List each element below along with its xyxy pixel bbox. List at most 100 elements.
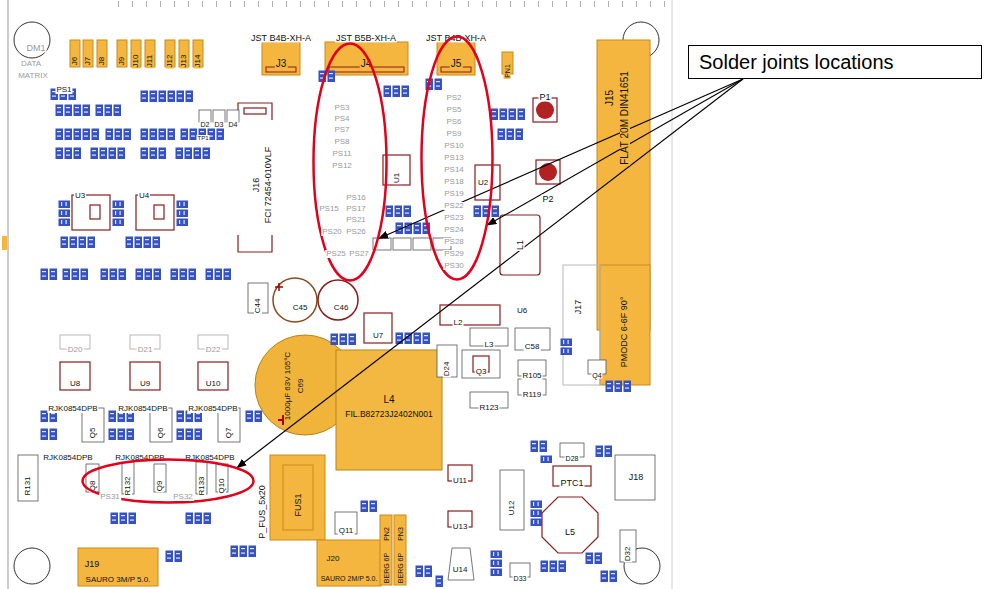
connector-footprint <box>600 265 650 385</box>
smd-pads <box>176 428 203 441</box>
smd-pads <box>40 268 58 281</box>
smd-pads <box>330 333 357 346</box>
part-label: PS22 <box>443 202 465 210</box>
component-label: R131 <box>24 475 32 496</box>
smd-pads <box>90 147 126 160</box>
component-label: J19 <box>84 560 101 569</box>
ic-outline <box>130 362 160 390</box>
smd-pads <box>600 570 618 583</box>
polarity-mark <box>275 283 283 291</box>
component-label: J15 <box>605 89 615 107</box>
component-label: L3 <box>484 341 495 349</box>
component-label: RJK0854DPB <box>42 454 93 462</box>
ic-outline <box>198 362 228 390</box>
component-label: FUS1 <box>294 492 303 517</box>
component-label: JST B4B-XH-A <box>425 34 487 43</box>
smd-pads <box>105 128 132 141</box>
inductor-outline <box>500 215 540 275</box>
component-label: Q3 <box>475 368 488 376</box>
fuse-holder <box>270 455 325 540</box>
part-label: PS27 <box>348 250 370 258</box>
part-label: PS21 <box>345 216 367 224</box>
component-label: Q6 <box>157 427 165 440</box>
terminal-block <box>78 548 158 586</box>
component-label: P1 <box>538 93 551 102</box>
component-label: RJK0854DPB <box>47 405 98 413</box>
component-label: D2 <box>200 121 211 128</box>
component-label: PN3 <box>397 526 404 542</box>
button-cap <box>539 163 557 181</box>
smd-pads <box>205 268 232 281</box>
part-label: PS32 <box>172 493 194 501</box>
smd-pads <box>497 128 524 141</box>
component-label: U3 <box>74 192 86 200</box>
component-label: Q10 <box>218 477 226 494</box>
smd-pads <box>230 545 257 558</box>
component-label: J11 <box>146 54 154 68</box>
ic-pad <box>154 205 164 219</box>
component-label: D33 <box>513 575 528 582</box>
ic-outline <box>60 362 90 390</box>
ellipse-stroke <box>314 44 387 281</box>
component-label: U10 <box>205 380 222 388</box>
part-label: PS19 <box>443 190 465 198</box>
part-label: PS5 <box>445 106 462 114</box>
smd-pads <box>58 200 71 227</box>
component-label: 1000µF 63V 105°C <box>284 351 292 421</box>
part-label: PS11 <box>332 150 353 158</box>
ic-outline <box>364 313 392 343</box>
component-label: D24 <box>443 361 451 378</box>
smd-pads <box>383 85 410 98</box>
ic-outline <box>136 195 174 230</box>
smd-pads <box>435 575 444 588</box>
smd-pads <box>110 512 137 525</box>
part-label: PS16 <box>345 194 367 202</box>
component-label: D20 <box>67 346 84 354</box>
smd-pads <box>585 552 603 565</box>
component-label: U1 <box>393 172 401 184</box>
leader-arrow <box>487 79 743 226</box>
smd-pads <box>40 428 58 441</box>
component-label: J7 <box>84 56 92 66</box>
part-label: PS15 <box>318 205 340 213</box>
resistor-outline <box>18 455 38 501</box>
part-label: PS20 <box>321 228 343 236</box>
highlight-ellipse: PS3PS4PS7PS8PS11PS12PS16PS15PS17PS21PS20… <box>312 42 388 282</box>
component-label: MATRIX <box>17 72 49 80</box>
diode-outline <box>620 530 636 562</box>
component-label: Q11 <box>338 527 355 535</box>
regulator-outline <box>448 548 474 580</box>
part-label: PS2 <box>445 94 462 102</box>
component-label: Q4 <box>591 372 602 379</box>
component-label: J3 <box>275 59 288 69</box>
component-label: L1 <box>516 239 525 251</box>
component-label: P_FUS_5x20 <box>258 484 267 540</box>
component-label: BERG 6P <box>383 552 390 584</box>
smd-pads <box>385 205 412 218</box>
button-cap <box>536 101 554 119</box>
component-label: P2 <box>541 195 554 204</box>
component-label: J17 <box>574 299 583 316</box>
part-label: PS3 <box>333 104 350 112</box>
component-label: J5 <box>450 59 463 69</box>
part-label: PS29 <box>443 250 465 258</box>
smd-pads <box>60 236 96 249</box>
component-label: U12 <box>508 500 516 517</box>
connector-bracket <box>238 103 272 252</box>
choke-body <box>336 350 442 470</box>
part-label: PS14 <box>443 166 465 174</box>
component-label: R132 <box>124 475 132 496</box>
component-label: Q7 <box>225 427 233 440</box>
component-label: D4 <box>228 121 239 128</box>
component-label: PN1 <box>504 63 511 79</box>
smd-pads <box>605 380 632 393</box>
ellipse-stroke <box>82 460 253 503</box>
smd-pads <box>540 455 553 464</box>
ellipse-stroke <box>422 37 493 280</box>
transistor-outline <box>150 408 172 442</box>
highlight-ellipse: PS31PS32 <box>81 458 255 504</box>
component-label: U14 <box>452 566 469 574</box>
edge-marker <box>2 236 7 250</box>
